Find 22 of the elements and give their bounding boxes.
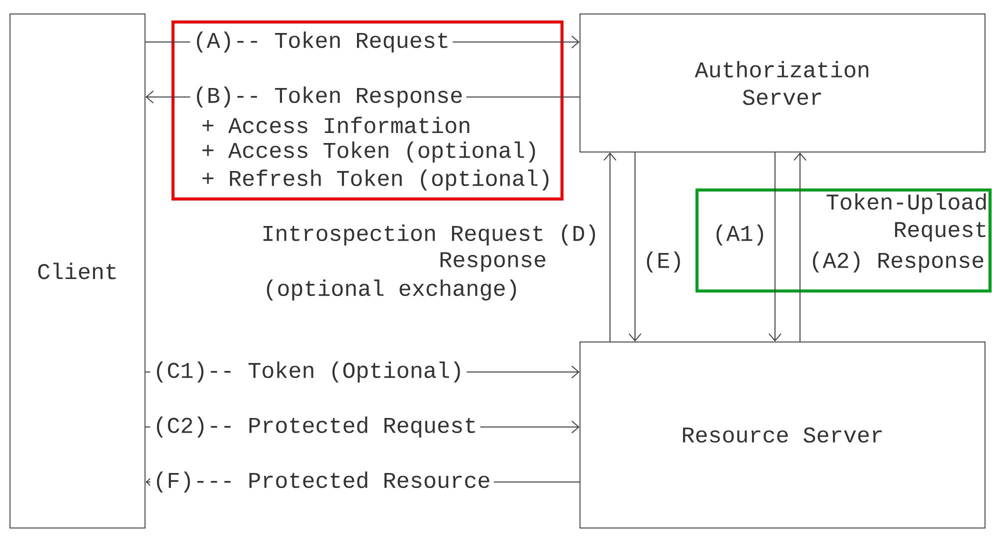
edge-label: (A)-- Token Request — [190, 30, 453, 54]
client-box: Client — [10, 14, 146, 528]
edge-label: (F)--- Protected Resource — [150, 470, 494, 494]
arrow — [768, 152, 782, 342]
note-text: Response — [440, 252, 546, 272]
note-text: (optional exchange) — [266, 280, 516, 300]
edge-label: (C2)-- Protected Request — [150, 416, 480, 438]
arrow — [628, 152, 642, 342]
arrow — [794, 152, 807, 342]
edge-label: (B)-- Token Response — [190, 86, 466, 108]
note-text: + Refresh Token (optional) — [202, 170, 548, 190]
edge-label: (C1)-- Token (Optional) — [150, 360, 467, 384]
server-box: Resource Server — [580, 342, 986, 528]
note-text: + Access Token (optional) — [202, 142, 535, 162]
server-box: Authorization Server — [580, 14, 986, 152]
note-text: + Access Information — [202, 116, 470, 134]
edge-label: (A1) — [716, 224, 764, 246]
edge-label: Introspection Request (D) — [263, 224, 595, 246]
note-text: Token-Upload Request — [826, 193, 986, 242]
edge-label: (E) — [646, 252, 680, 272]
edge-label: (A2) Response — [812, 252, 984, 272]
arrow — [604, 152, 616, 342]
